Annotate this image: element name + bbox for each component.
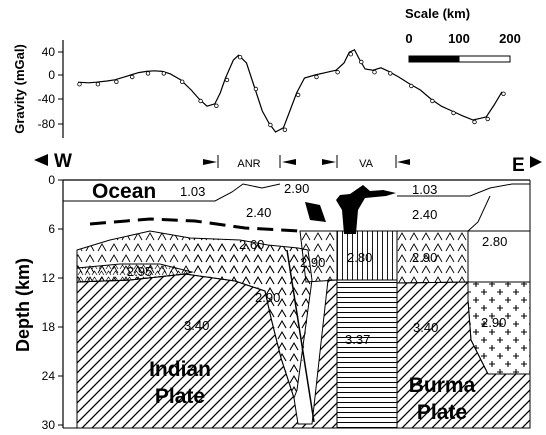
density-mantle-center: 3.37 <box>345 332 370 347</box>
density-block-east: 2.90 <box>412 250 437 265</box>
west-dashed-boundary <box>89 217 301 233</box>
gravity-observed-point <box>95 81 101 87</box>
west-sediment-base <box>63 183 281 202</box>
gravity-panel: 40 0 -40 -80 Gravity (mGal) Scale (km) 0… <box>12 6 521 138</box>
gravity-observed-point <box>224 77 230 83</box>
gravity-observed-point <box>430 98 435 104</box>
gravity-observed-point <box>472 119 477 125</box>
east-arrow-icon <box>530 156 542 168</box>
density-sediment-west: 2.40 <box>246 205 271 220</box>
gravity-observed-point <box>485 116 490 122</box>
gravity-observed-point <box>161 71 166 76</box>
va-right-arrow-icon <box>397 159 410 165</box>
west-arrow-icon <box>34 154 48 166</box>
fault-line <box>286 249 315 423</box>
scale-tick-200: 200 <box>499 31 521 46</box>
density-ocean-west: 1.03 <box>180 184 205 199</box>
west-label: W <box>54 151 72 172</box>
scale-label: Scale (km) <box>405 6 470 21</box>
depth-tick-0: 0 <box>48 173 55 187</box>
density-wedge: 2.90 <box>255 290 280 305</box>
gravity-y-ticks: 40 0 -40 -80 <box>38 45 63 131</box>
va-left-arrow-icon <box>322 159 336 165</box>
density-block-center: 2.80 <box>347 250 372 265</box>
gravity-observed-point <box>372 69 377 75</box>
scale-bar-white <box>458 55 511 63</box>
gravity-observed-point <box>77 81 82 87</box>
burma-plate-label-line2: Plate <box>417 401 467 424</box>
gravity-observed-point <box>282 127 288 132</box>
gravity-observed-point <box>359 59 364 65</box>
depth-tick-18: 18 <box>42 320 56 334</box>
west-wedge-2-90 <box>188 238 312 395</box>
volcanic-body-east <box>336 185 396 234</box>
region-anr: ANR <box>237 158 260 170</box>
gravity-observed-point <box>501 91 506 96</box>
east-sediment-lower <box>397 195 491 232</box>
gravity-tick-minus80: -80 <box>38 117 56 131</box>
indian-plate-label-line1: Indian <box>149 358 211 381</box>
gravity-model-line <box>77 49 503 133</box>
central-mantle <box>336 279 398 429</box>
density-upper-west: 2.60 <box>239 237 264 252</box>
depth-tick-6: 6 <box>48 222 55 236</box>
direction-bar: W E ANR VA <box>34 151 542 176</box>
gravity-tick-40: 40 <box>42 45 56 59</box>
gravity-observed-point <box>145 71 151 76</box>
gravity-observed-point <box>295 92 301 98</box>
gravity-tick-minus40: -40 <box>38 92 56 106</box>
gravity-observed-point <box>388 71 393 76</box>
east-label: E <box>512 155 525 176</box>
gravity-observed-point <box>114 79 119 84</box>
depth-tick-30: 30 <box>42 418 56 432</box>
gravity-observed-point <box>268 122 273 128</box>
density-cross-body: 2.90 <box>481 315 506 330</box>
west-lens-2-95 <box>76 263 194 283</box>
gravity-observed-point <box>253 86 259 92</box>
cross-section: 0 6 12 18 24 30 Depth (km) Ocean 1.03 1.… <box>13 173 531 432</box>
depth-tick-12: 12 <box>42 271 56 285</box>
density-sediment-east: 2.40 <box>412 207 437 222</box>
ocean-label: Ocean <box>92 180 156 203</box>
density-lens-west: 2.95 <box>127 264 152 279</box>
density-ocean-east: 1.03 <box>412 182 437 197</box>
scale-bar-black <box>408 55 460 63</box>
density-block-west: 2.90 <box>300 255 325 270</box>
gravity-observed-point <box>129 74 135 80</box>
anr-right-arrow-icon <box>282 159 296 165</box>
density-east-crust: 2.80 <box>482 234 507 249</box>
gravity-observed-point <box>451 110 456 116</box>
gravity-observed-point <box>179 79 185 84</box>
depth-axis-label: Depth (km) <box>13 258 33 352</box>
region-va: VA <box>359 158 374 170</box>
gravity-observed-point <box>198 98 203 104</box>
depth-tick-24: 24 <box>42 369 56 383</box>
scale-tick-0: 0 <box>405 31 412 46</box>
gravity-observed-point <box>214 103 219 108</box>
volcanic-body-west <box>305 202 326 222</box>
east-sediment-base <box>397 183 530 197</box>
gravity-tick-0: 0 <box>48 68 55 82</box>
gravity-observed-point <box>314 74 319 80</box>
gravity-observed-point <box>409 83 414 89</box>
depth-ticks: 0 6 12 18 24 30 <box>42 173 63 432</box>
gravity-y-label: Gravity (mGal) <box>12 44 27 134</box>
density-top-mid: 2.90 <box>284 181 309 196</box>
scale-tick-100: 100 <box>448 31 470 46</box>
gravity-observed-point <box>348 52 353 57</box>
gravity-observed-point <box>335 69 340 75</box>
anr-left-arrow-icon <box>203 159 217 165</box>
scale-bar: Scale (km) 0 100 200 <box>405 6 521 63</box>
gravity-observed-point <box>237 55 243 60</box>
density-mantle-east: 3.40 <box>413 320 438 335</box>
density-mantle-west: 3.40 <box>184 318 209 333</box>
indian-plate-label-line2: Plate <box>155 385 205 408</box>
gravity-profile <box>77 49 506 133</box>
burma-plate-label-line1: Burma <box>409 374 476 397</box>
